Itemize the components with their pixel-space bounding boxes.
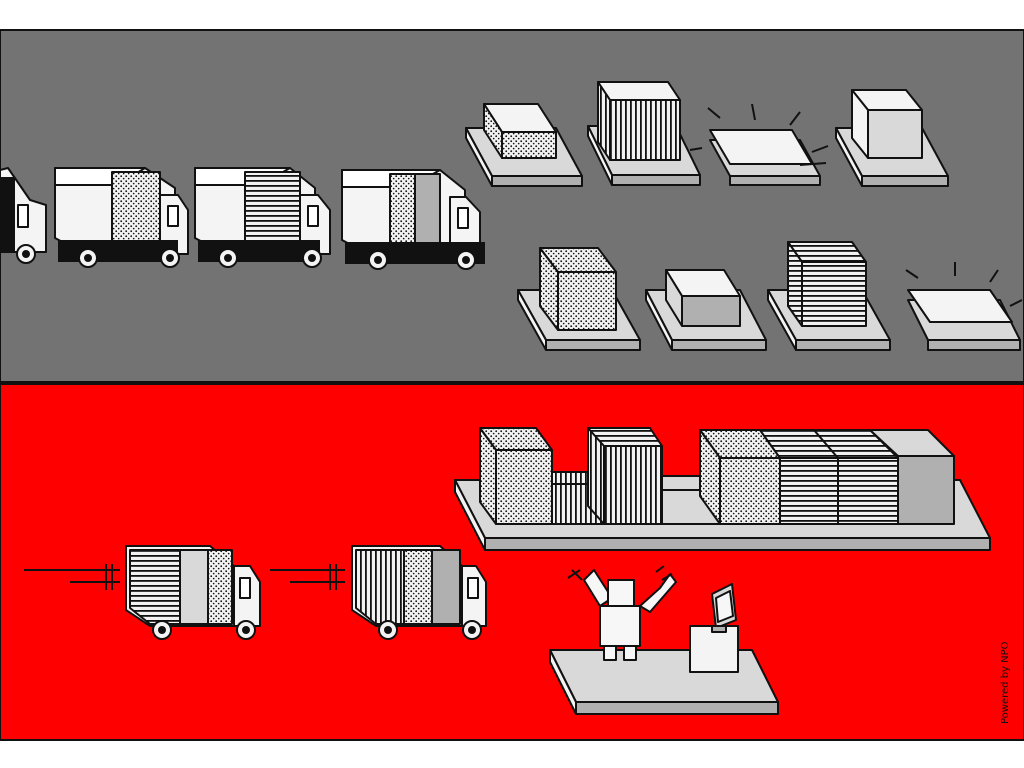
pallet-top-1 (465, 103, 583, 187)
pallet-top-3 (689, 103, 829, 186)
pallet-top-8 (905, 262, 1023, 351)
truck-top-1 (0, 167, 47, 264)
pallet-top-7 (767, 241, 891, 351)
credit-watermark: Powered by NPO (982, 606, 1022, 736)
operator-platform (549, 649, 779, 715)
operator-figure (567, 565, 677, 661)
pallet-top-4 (835, 89, 949, 187)
truck-top-2 (54, 167, 189, 268)
pallet-top-6 (645, 269, 767, 351)
consolidation-platform (454, 427, 991, 551)
truck-bottom-2 (270, 545, 487, 640)
truck-bottom-1 (24, 545, 261, 640)
truck-top-4 (341, 169, 485, 270)
truck-top-3 (194, 167, 331, 268)
computer-monitor-icon (689, 583, 739, 673)
credit-text: Powered by NPO (1000, 641, 1011, 724)
pallet-top-5 (517, 247, 641, 351)
pallet-top-2 (587, 81, 701, 186)
